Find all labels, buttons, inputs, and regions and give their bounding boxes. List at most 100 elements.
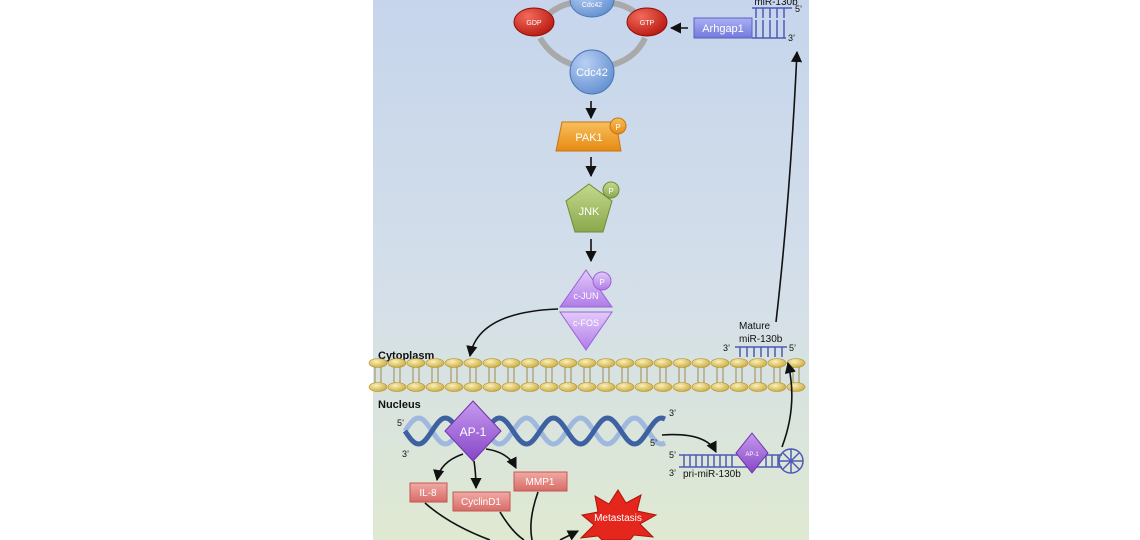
lipid-head (767, 382, 787, 392)
arrow-pri-to-mature (781, 361, 796, 448)
jnk-phospho-label: P (608, 187, 613, 196)
lipid-tails (412, 366, 420, 384)
arrow-cyclind1-to-metastasis (499, 511, 525, 540)
lipid-tails (716, 366, 724, 384)
lipid-head (501, 382, 521, 392)
lipid-head (748, 382, 768, 392)
mature-3prime: 3’ (723, 343, 730, 353)
lipid-head (596, 382, 616, 392)
lipid-tails (754, 366, 762, 384)
lipid-head (387, 358, 407, 368)
lipid-head (615, 382, 635, 392)
lipid-head (539, 358, 559, 368)
metastasis-label: Metastasis (594, 513, 642, 524)
dna-3prime-left: 3’ (402, 449, 409, 459)
lipid-head (691, 358, 711, 368)
lipid-tails (488, 366, 496, 384)
lipid-head (748, 358, 768, 368)
lipid-head (596, 358, 616, 368)
pak1-phospho-label: P (615, 123, 620, 132)
gtp-label: GTP (640, 20, 655, 27)
lipid-tails (678, 366, 686, 384)
arrow-ap1-to-il8 (433, 453, 464, 482)
lipid-head (539, 382, 559, 392)
lipid-head (710, 358, 730, 368)
lipid-tails (602, 366, 610, 384)
mir130b-top-5prime: 5’ (795, 4, 802, 14)
arrow-ap1-to-cyclind1 (470, 460, 482, 490)
lipid-head (767, 358, 787, 368)
dna-strand-front (402, 415, 667, 447)
arrow-ap1-to-nucleus (466, 308, 559, 358)
lipid-tails (393, 366, 401, 384)
il8-label: IL-8 (419, 488, 437, 499)
lipid-tails (621, 366, 629, 384)
lipid-head (520, 382, 540, 392)
lipid-tails (697, 366, 705, 384)
pri-3prime: 3’ (669, 468, 676, 478)
pri-mir130b-label: pri-miR-130b (683, 469, 741, 480)
mature-label-line2: miR-130b (739, 334, 783, 345)
lipid-head (444, 358, 464, 368)
lipid-tails (374, 366, 382, 384)
cycle-arrow-left (537, 36, 575, 68)
cdc42-node: Cdc42 (569, 49, 615, 95)
lipid-head (729, 382, 749, 392)
arhgap1-label: Arhgap1 (702, 23, 744, 35)
dna-5prime-left: 5’ (397, 418, 404, 428)
lipid-head (710, 382, 730, 392)
mir130b-bound-strand (752, 7, 792, 18)
lipid-head (786, 382, 806, 392)
pak1-node: PAK1 P (555, 117, 627, 152)
lipid-head (444, 382, 464, 392)
lipid-head (672, 358, 692, 368)
lipid-head (653, 382, 673, 392)
lipid-tails (526, 366, 534, 384)
lipid-head (463, 358, 483, 368)
lipid-head (368, 358, 388, 368)
lipid-head (558, 358, 578, 368)
gtp-node: GTP (626, 7, 668, 37)
lipid-head (634, 382, 654, 392)
lipid-head (425, 382, 445, 392)
pak1-label: PAK1 (575, 132, 602, 144)
cjun-label: c-JUN (574, 291, 599, 301)
mature-mir130b: Mature miR-130b 3’ 5’ (723, 321, 796, 357)
lipid-head (672, 382, 692, 392)
lipid-tails (773, 366, 781, 384)
lipid-head (425, 358, 445, 368)
lipid-tails (431, 366, 439, 384)
ap1-small-node (735, 432, 769, 474)
arrow-to-metastasis (559, 530, 580, 540)
pri-mir130b: 5’ 3’ pri-miR-130b AP-1 (669, 432, 804, 480)
lipid-head (577, 382, 597, 392)
lipid-head (482, 382, 502, 392)
mir130b-top-label: miR-130b (754, 0, 798, 8)
gdp-label: GDP (526, 20, 542, 27)
metastasis-node: Metastasis (579, 489, 658, 540)
ap1-cytoplasmic-complex: c-JUN P c-FOS (559, 269, 613, 351)
dna-5prime-right: 5’ (650, 438, 657, 448)
pak1-phospho (609, 117, 627, 135)
il8-node: IL-8 (409, 482, 448, 503)
jnk-node: JNK P (565, 181, 620, 233)
lipid-tails (450, 366, 458, 384)
lipid-head (368, 382, 388, 392)
lipid-head (520, 358, 540, 368)
cdc42-top-label: Cdc42 (582, 2, 602, 9)
cfos-label: c-FOS (573, 318, 599, 328)
lipid-head (653, 358, 673, 368)
cyclind1-label: CyclinD1 (461, 497, 501, 508)
lipid-head (577, 358, 597, 368)
lipid-head (463, 382, 483, 392)
lipid-head (406, 358, 426, 368)
arrow-dna-to-pri (661, 433, 717, 454)
mmp1-label: MMP1 (526, 477, 555, 488)
lipid-head (501, 358, 521, 368)
arhgap1-mrna-box (693, 17, 753, 39)
gdp-node: GDP (513, 7, 555, 37)
pri-5prime: 5’ (669, 450, 676, 460)
mmp1-node: MMP1 (513, 471, 568, 492)
lipid-tails (640, 366, 648, 384)
